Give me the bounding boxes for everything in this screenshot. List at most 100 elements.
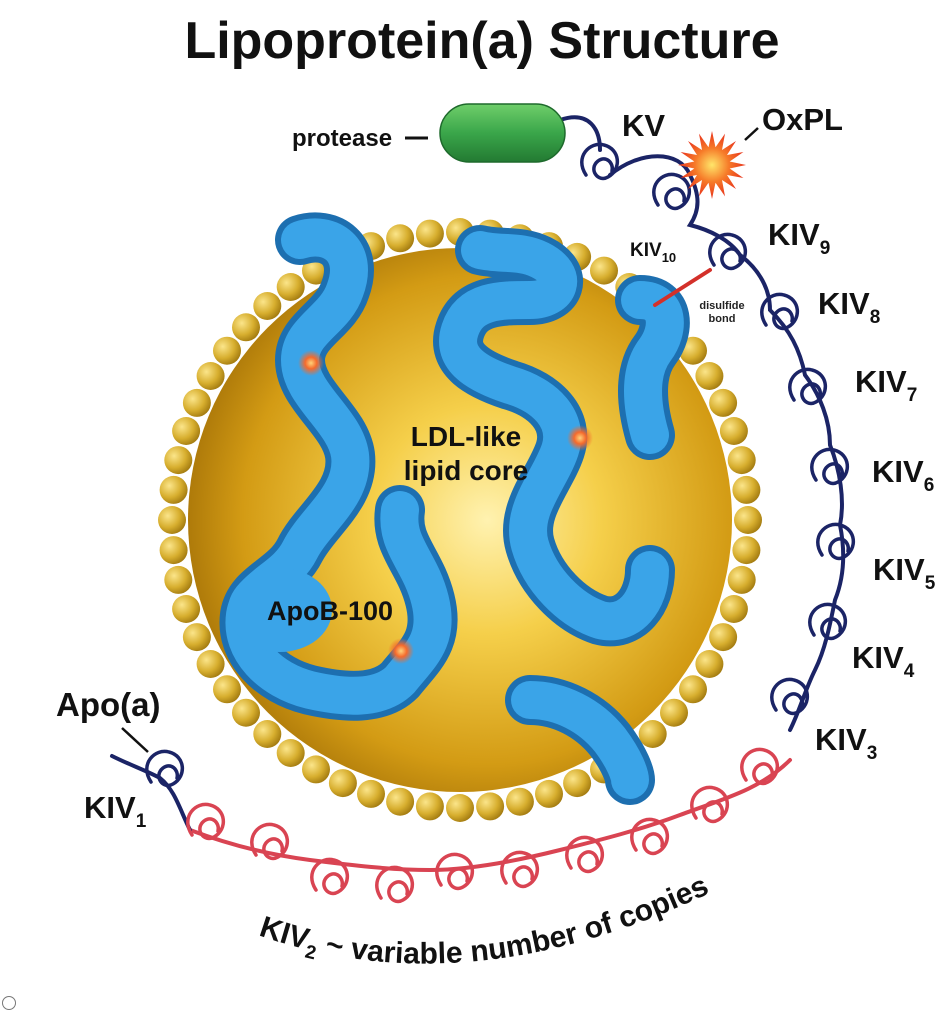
kringle-loop: [565, 835, 604, 874]
phospholipid-bead: [164, 565, 193, 594]
phospholipid-bead: [253, 292, 282, 320]
kringle-loop: [145, 749, 184, 788]
phospholipid-bead: [159, 536, 188, 565]
kiv9-sub: 9: [820, 238, 831, 259]
disulfide-label-line2: bond: [709, 313, 736, 325]
lipid-core-particle: [158, 212, 762, 822]
phospholipid-bead: [386, 787, 415, 816]
phospholipid-bead: [213, 675, 241, 704]
corner-circle-mark: [2, 996, 16, 1010]
phospholipid-bead: [196, 362, 225, 390]
kiv2-caption-kiv: KIV: [256, 910, 313, 956]
oxpl-dot-3: [388, 638, 414, 664]
kiv1-label-text: KIV: [84, 790, 136, 825]
phospholipid-bead: [172, 595, 201, 623]
phospholipid-bead: [535, 779, 563, 808]
kiv9-label-text: KIV: [768, 217, 820, 252]
phospholipid-bead: [727, 565, 756, 594]
kiv1-sub: 1: [136, 811, 147, 832]
apoa-chain: [110, 115, 846, 873]
oxpl-dot-2: [567, 425, 593, 451]
kiv7-label: KIV7: [855, 364, 917, 406]
kringle-loops: [145, 142, 855, 904]
phospholipid-bead: [302, 755, 330, 784]
oxpl-label: OxPL: [762, 102, 843, 137]
kringle-loop: [760, 292, 799, 331]
kiv7-sub: 7: [907, 385, 918, 406]
phospholipid-bead: [709, 623, 738, 652]
core-label-line2: lipid core: [404, 455, 528, 486]
phospholipid-bead: [386, 224, 415, 253]
kringle-loop: [740, 747, 779, 786]
kringle-loop: [770, 677, 809, 716]
phospholipid-bead: [182, 623, 211, 652]
phospholipid-bead: [563, 769, 592, 798]
kiv6-sub: 6: [924, 475, 935, 496]
kringle-loop: [580, 142, 619, 181]
kringle-loop: [810, 447, 849, 486]
disulfide-bond: [653, 268, 712, 307]
kiv6-label-text: KIV: [872, 454, 924, 489]
protease-capsule: [439, 103, 566, 163]
phospholipid-bead: [719, 595, 748, 623]
kringle-loop: [652, 172, 691, 211]
phospholipid-bead: [159, 475, 188, 504]
kiv5-label-text: KIV: [873, 552, 925, 587]
kiv8-label: KIV8: [818, 286, 880, 328]
kiv2-caption-rest: ~ variable number of copies: [315, 869, 714, 971]
phospholipid-bead: [182, 388, 211, 417]
kv-label: KV: [622, 108, 665, 143]
phospholipid-bead: [253, 720, 282, 748]
kringle-loop: [310, 857, 349, 896]
phospholipid-bead: [732, 536, 761, 565]
phospholipid-bead: [357, 779, 385, 808]
kiv3-label: KIV3: [815, 722, 877, 764]
kringle-loop: [500, 850, 539, 889]
diagram-title: Lipoprotein(a) Structure: [184, 12, 779, 70]
kiv10-label-text: KIV: [630, 240, 662, 261]
kiv2-caption-sub: 2: [303, 942, 318, 965]
kiv4-label: KIV4: [852, 640, 915, 682]
phospholipid-bead: [213, 336, 241, 365]
kiv6-label: KIV6: [872, 454, 934, 496]
kringle-loop: [708, 232, 747, 271]
protease-domain: [439, 103, 566, 163]
kringle-loop: [186, 802, 225, 841]
kiv10-sub: 10: [662, 250, 676, 265]
kiv4-sub: 4: [904, 661, 915, 682]
phospholipid-bead: [276, 273, 305, 301]
kiv7-label-text: KIV: [855, 364, 907, 399]
apob-ribbon: [219, 212, 690, 805]
oxpl-burst: [678, 131, 746, 199]
apob-label: ApoB-100: [267, 596, 393, 626]
phospholipid-bead: [446, 794, 474, 822]
phospholipid-bead: [232, 698, 260, 727]
kiv8-label-text: KIV: [818, 286, 870, 321]
phospholipid-bead: [709, 388, 738, 417]
phospholipid-bead: [590, 256, 618, 285]
phospholipid-bead: [695, 362, 724, 390]
kiv5-sub: 5: [925, 573, 936, 594]
phospholipid-bead: [505, 787, 534, 816]
kiv5-label: KIV5: [873, 552, 936, 594]
phospholipid-beads: [158, 218, 762, 822]
oxpl-leader: [744, 127, 759, 141]
kringle-loop: [788, 367, 827, 406]
apob-blob: [228, 568, 332, 652]
kiv8-sub: 8: [870, 307, 881, 328]
phospholipid-bead: [476, 792, 505, 821]
phospholipid-bead: [695, 650, 724, 678]
phospholipid-bead: [172, 417, 201, 445]
phospholipid-bead: [415, 219, 444, 248]
kiv9-label: KIV9: [768, 217, 830, 259]
phospholipid-bead: [415, 792, 444, 821]
kringle-loop: [435, 852, 474, 891]
kringle-loop: [808, 602, 847, 641]
phospholipid-bead: [719, 417, 748, 445]
phospholipid-bead: [734, 506, 762, 534]
kringle-loop: [250, 822, 289, 861]
apoa-leader: [121, 727, 149, 753]
kringle-loop: [630, 817, 669, 856]
phospholipid-bead: [276, 739, 305, 767]
